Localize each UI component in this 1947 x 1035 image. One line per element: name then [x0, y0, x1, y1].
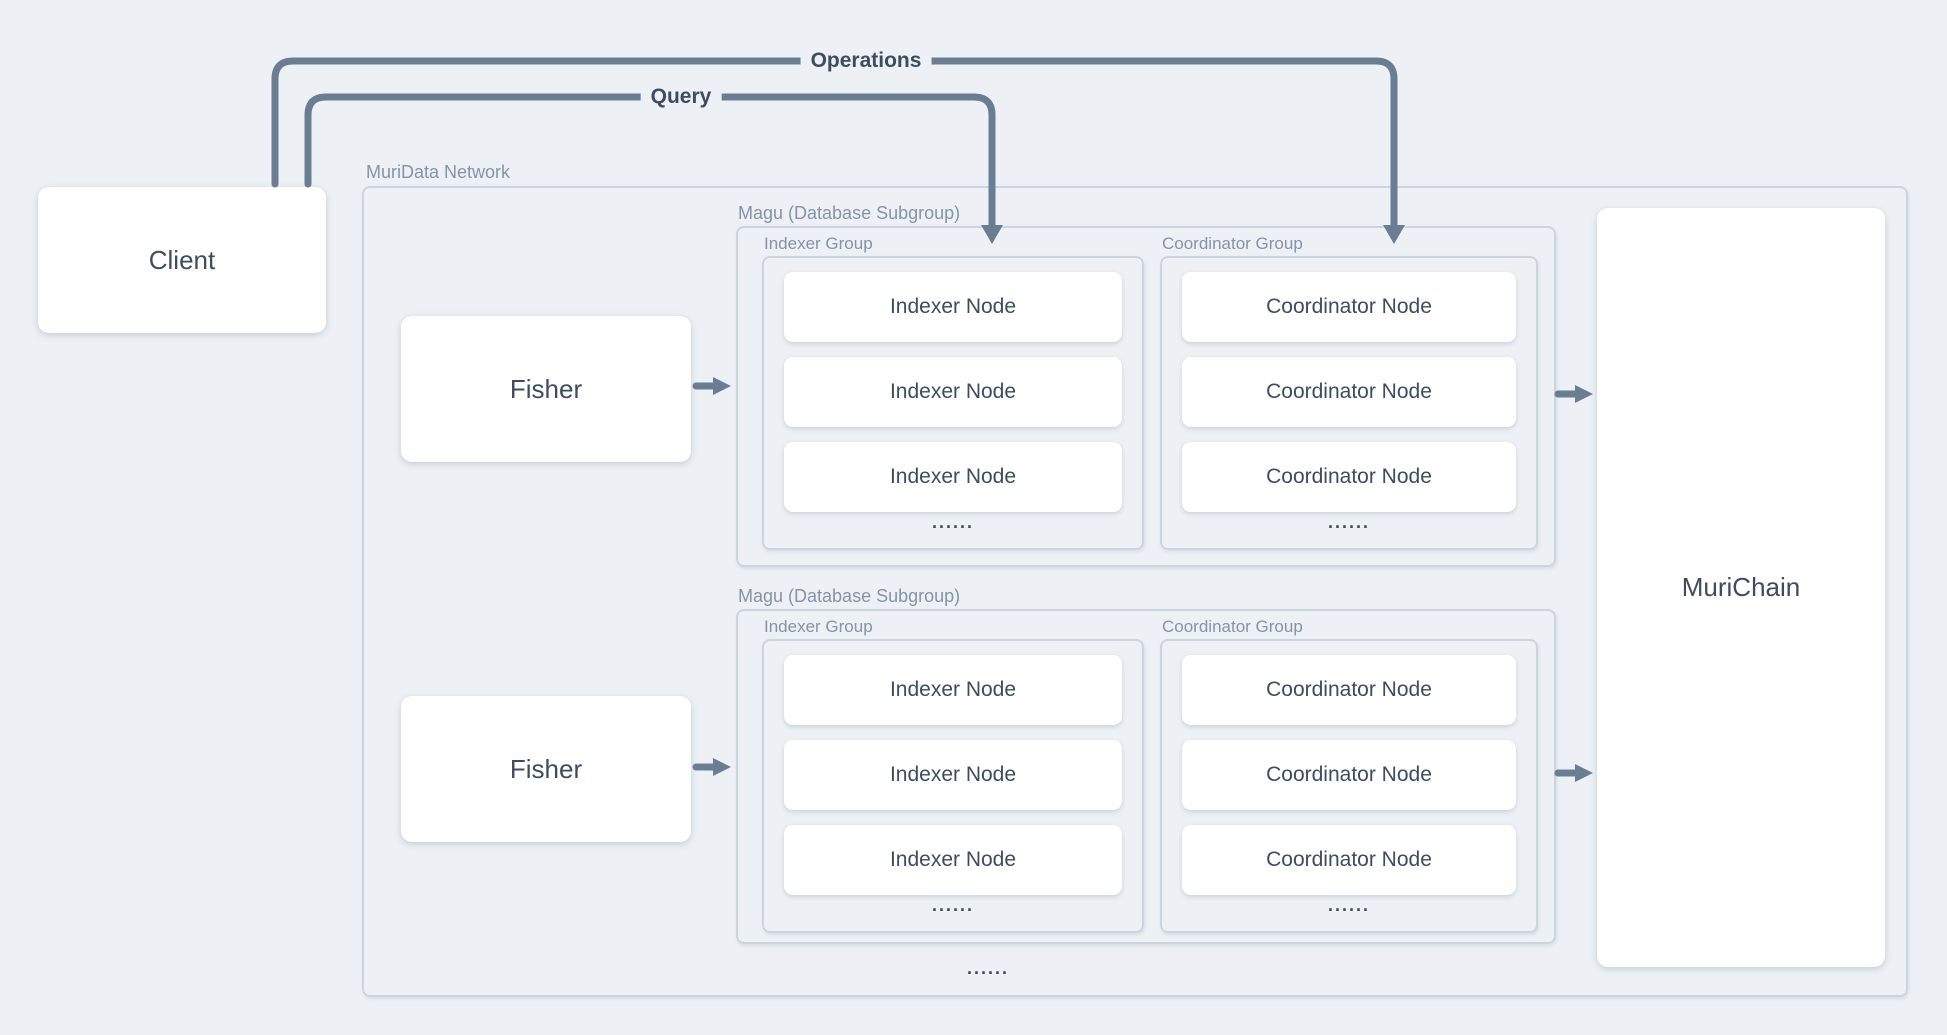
fisher-label-1: Fisher — [509, 373, 583, 404]
fisher-box-1: Fisher — [401, 316, 691, 462]
coordinator-node: Coordinator Node — [1182, 357, 1516, 427]
magu-subgroup-2-label: Magu (Database Subgroup) — [738, 586, 961, 606]
magu-subgroup-1: Magu (Database Subgroup) Indexer Group I… — [736, 201, 1556, 567]
indexer-node: Indexer Node — [784, 825, 1122, 895]
indexer-node: Indexer Node — [784, 655, 1122, 725]
indexer-group-2-box: Indexer Node Indexer Node Indexer Node .… — [762, 639, 1144, 933]
coordinator-node: Coordinator Node — [1182, 825, 1516, 895]
more-nodes-ellipsis: ...... — [931, 895, 974, 915]
more-nodes-ellipsis: ...... — [931, 512, 974, 532]
fisher-label-2: Fisher — [509, 753, 583, 784]
client-box: Client — [38, 187, 326, 333]
murichain-box: MuriChain — [1597, 208, 1885, 967]
magu-subgroup-1-label: Magu (Database Subgroup) — [738, 203, 961, 223]
coordinator-node: Coordinator Node — [1182, 655, 1516, 725]
coordinator-group-1-box: Coordinator Node Coordinator Node Coordi… — [1160, 256, 1538, 550]
indexer-group-1-label: Indexer Group — [764, 234, 873, 253]
magu-subgroup-2: Magu (Database Subgroup) Indexer Group I… — [736, 584, 1556, 944]
indexer-group-2-label: Indexer Group — [764, 617, 873, 636]
indexer-node: Indexer Node — [784, 272, 1122, 342]
coordinator-node: Coordinator Node — [1182, 272, 1516, 342]
murichain-label: MuriChain — [1681, 572, 1801, 602]
magu-subgroup-2-box: Indexer Group Indexer Node Indexer Node … — [736, 609, 1556, 944]
indexer-group-1-box: Indexer Node Indexer Node Indexer Node .… — [762, 256, 1144, 550]
indexer-node: Indexer Node — [784, 357, 1122, 427]
muridata-network-container: Fisher Fisher Magu (Database Subgroup) I… — [362, 186, 1908, 997]
more-nodes-ellipsis: ...... — [1327, 895, 1370, 915]
coordinator-node: Coordinator Node — [1182, 740, 1516, 810]
muridata-network-label: MuriData Network — [366, 162, 511, 182]
coordinator-group-2-label: Coordinator Group — [1162, 617, 1303, 636]
fisher-box-2: Fisher — [401, 696, 691, 842]
more-subgroups-ellipsis: ...... — [966, 958, 1009, 978]
magu-subgroup-1-box: Indexer Group Indexer Node Indexer Node … — [736, 226, 1556, 567]
operations-flow-label: Operations — [800, 48, 932, 74]
coordinator-group-1-label: Coordinator Group — [1162, 234, 1303, 253]
coordinator-group-2-box: Coordinator Node Coordinator Node Coordi… — [1160, 639, 1538, 933]
client-label: Client — [148, 244, 216, 275]
indexer-node: Indexer Node — [784, 442, 1122, 512]
indexer-node: Indexer Node — [784, 740, 1122, 810]
coordinator-node: Coordinator Node — [1182, 442, 1516, 512]
query-flow-label: Query — [640, 84, 722, 110]
more-nodes-ellipsis: ...... — [1327, 512, 1370, 532]
